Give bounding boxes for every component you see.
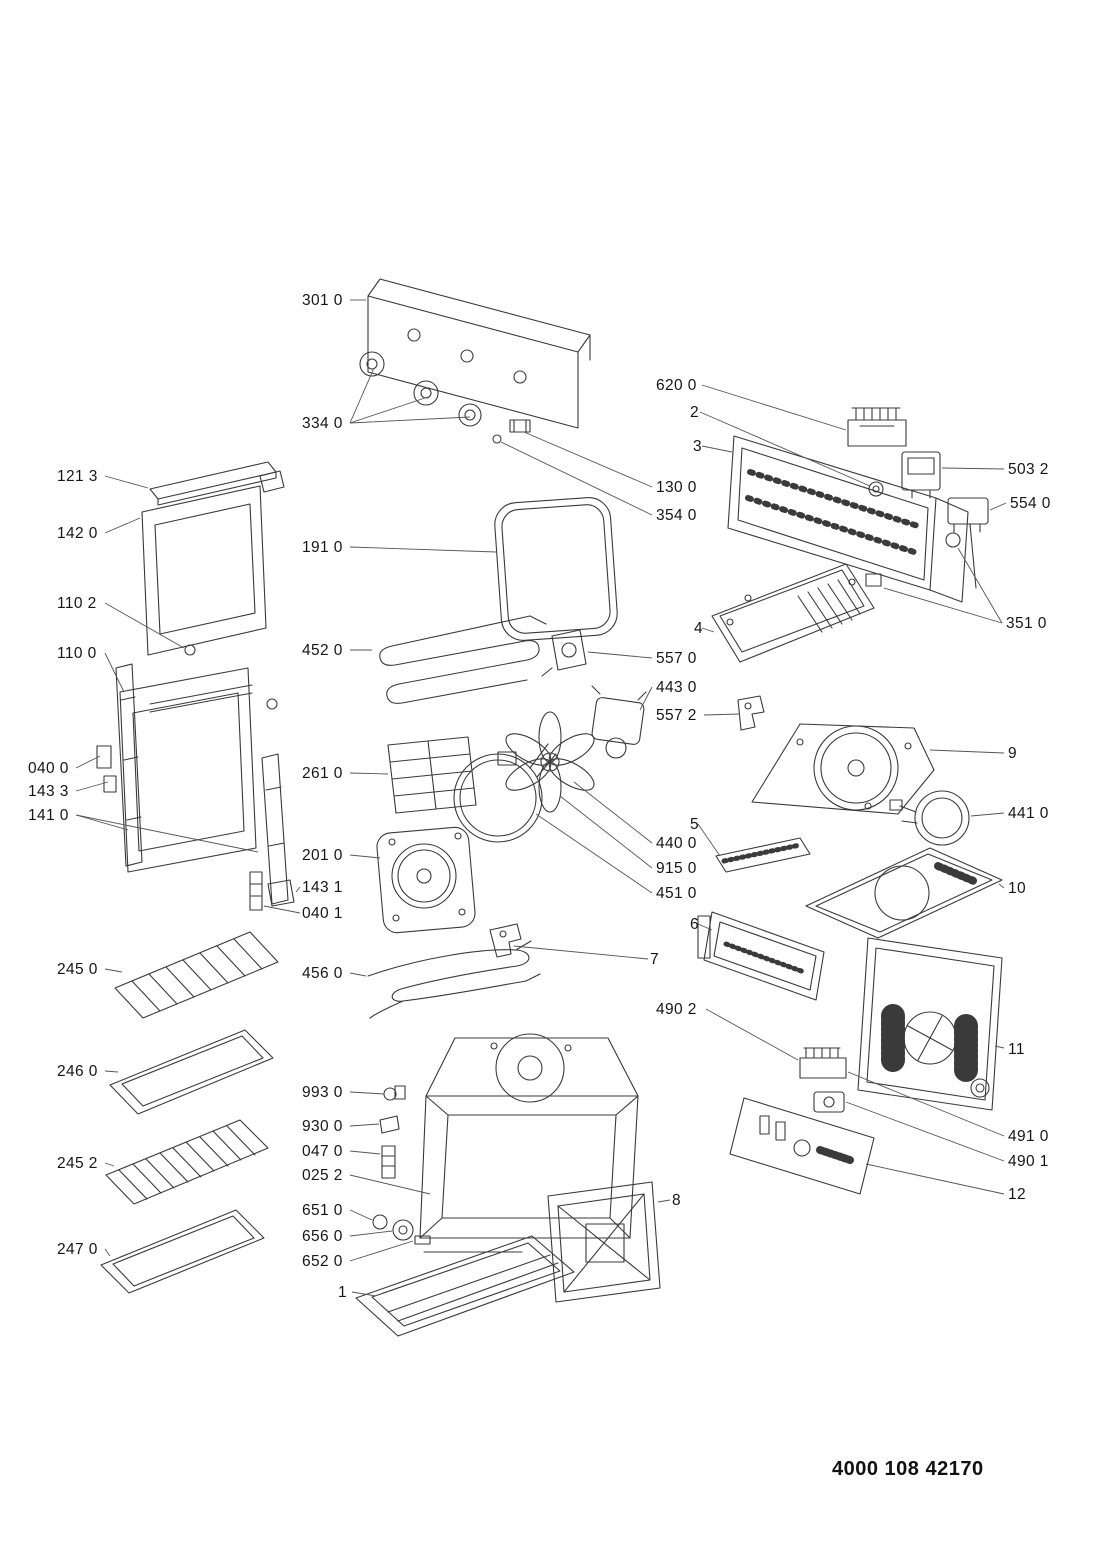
part-label-354-0: 354 0 <box>656 507 697 524</box>
part-label-557-2: 557 2 <box>656 707 697 724</box>
part-label-503-2: 503 2 <box>1008 461 1049 478</box>
part-label-451-0: 451 0 <box>656 885 697 902</box>
part-label-452-0: 452 0 <box>302 642 343 659</box>
leader-lines <box>75 299 1007 1297</box>
bottom-panel-drawing <box>355 1235 575 1337</box>
part-label-247-0: 247 0 <box>57 1241 98 1258</box>
part-label-130-0: 130 0 <box>656 479 697 496</box>
callout-6: 6 <box>690 916 700 933</box>
callout-9: 9 <box>1008 745 1018 762</box>
part-label-334-0: 334 0 <box>302 415 343 432</box>
grill-tray-drawing <box>105 1119 269 1205</box>
motor-bracket-drawing <box>737 695 765 731</box>
small-bracket-drawing <box>489 923 522 958</box>
rear-terminal-drawing <box>799 1047 847 1079</box>
door-trim-drawing <box>149 461 285 506</box>
part-label-143-3: 143 3 <box>28 783 69 800</box>
door-hinge-drawing <box>249 871 295 911</box>
part-label-993-0: 993 0 <box>302 1084 343 1101</box>
lower-element-drawing <box>367 940 541 1019</box>
shelf-support-drawing <box>387 736 477 814</box>
part-label-121-3: 121 3 <box>57 468 98 485</box>
part-label-554-0: 554 0 <box>1010 495 1051 512</box>
part-label-191-0: 191 0 <box>302 539 343 556</box>
part-label-656-0: 656 0 <box>302 1228 343 1245</box>
callout-3: 3 <box>693 438 703 455</box>
fan-motor-drawing <box>591 685 647 759</box>
back-cover-drawing <box>857 937 1003 1111</box>
element-bracket-drawing <box>551 629 587 671</box>
baking-tray-drawing <box>109 1029 274 1115</box>
fan-cowl-drawing <box>751 723 935 815</box>
part-label-301-0: 301 0 <box>302 292 343 309</box>
callout-10: 10 <box>1008 880 1027 897</box>
callout-1: 1 <box>338 1284 348 1301</box>
part-label-201-0: 201 0 <box>302 847 343 864</box>
lower-knobs-drawing <box>372 1214 431 1245</box>
part-label-025-2: 025 2 <box>302 1167 343 1184</box>
grill-element-drawing <box>379 615 553 704</box>
part-label-491-0: 491 0 <box>1008 1128 1049 1145</box>
door-seal-drawing <box>494 497 618 641</box>
part-label-143-1: 143 1 <box>302 879 343 896</box>
rear-bracket-drawing <box>813 1091 845 1113</box>
heat-strip-drawing <box>715 837 811 873</box>
part-label-246-0: 246 0 <box>57 1063 98 1080</box>
deep-tray-drawing <box>100 1209 265 1294</box>
part-label-040-1: 040 1 <box>302 905 343 922</box>
part-label-141-0: 141 0 <box>28 807 69 824</box>
part-label-245-0: 245 0 <box>57 961 98 978</box>
part-label-110-2: 110 2 <box>57 595 97 612</box>
mounting-panel-drawing <box>729 1097 875 1195</box>
document-number: 4000 108 42170 <box>832 1458 984 1480</box>
part-label-245-2: 245 2 <box>57 1155 98 1172</box>
control-board-drawing <box>711 563 875 663</box>
part-label-930-0: 930 0 <box>302 1118 343 1135</box>
part-label-915-0: 915 0 <box>656 860 697 877</box>
part-label-443-0: 443 0 <box>656 679 697 696</box>
callout-11: 11 <box>1008 1041 1025 1058</box>
part-label-351-0: 351 0 <box>1006 615 1047 632</box>
rear-frame-drawing <box>727 435 969 603</box>
callout-2: 2 <box>690 404 700 421</box>
wire-shelf-drawing <box>114 931 279 1019</box>
air-duct-drawing <box>697 911 825 1001</box>
part-label-110-0: 110 0 <box>57 645 97 662</box>
fan-plate-drawing <box>376 826 476 934</box>
top-panel-drawing <box>805 847 1003 939</box>
part-label-440-0: 440 0 <box>656 835 697 852</box>
terminal-block-drawing <box>847 407 907 447</box>
part-label-040-0: 040 0 <box>28 760 69 777</box>
door-glass-drawing <box>141 485 267 656</box>
part-label-490-1: 490 1 <box>1008 1153 1049 1170</box>
part-label-652-0: 652 0 <box>302 1253 343 1270</box>
part-label-261-0: 261 0 <box>302 765 343 782</box>
ring-element-drawing <box>453 743 557 843</box>
oven-cavity-drawing <box>419 1033 639 1253</box>
door-rails-drawing <box>96 663 289 905</box>
part-label-620-0: 620 0 <box>656 377 697 394</box>
control-panel-drawing <box>359 278 591 444</box>
callout-4: 4 <box>694 620 704 637</box>
small-parts-drawing <box>379 1085 406 1179</box>
callout-12: 12 <box>1008 1186 1027 1203</box>
callout-8: 8 <box>672 1192 682 1209</box>
part-label-557-0: 557 0 <box>656 650 697 667</box>
fan-blade-drawing <box>505 711 595 813</box>
rear-panel-drawing <box>547 1181 661 1303</box>
part-label-047-0: 047 0 <box>302 1143 343 1160</box>
inner-door-drawing <box>119 667 278 873</box>
rear-ring-element-drawing <box>889 790 970 846</box>
callout-5: 5 <box>690 816 700 833</box>
part-label-651-0: 651 0 <box>302 1202 343 1219</box>
part-label-142-0: 142 0 <box>57 525 98 542</box>
part-label-456-0: 456 0 <box>302 965 343 982</box>
part-label-441-0: 441 0 <box>1008 805 1049 822</box>
part-label-490-2: 490 2 <box>656 1001 697 1018</box>
callout-7: 7 <box>650 951 660 968</box>
relay-drawing <box>901 451 941 499</box>
